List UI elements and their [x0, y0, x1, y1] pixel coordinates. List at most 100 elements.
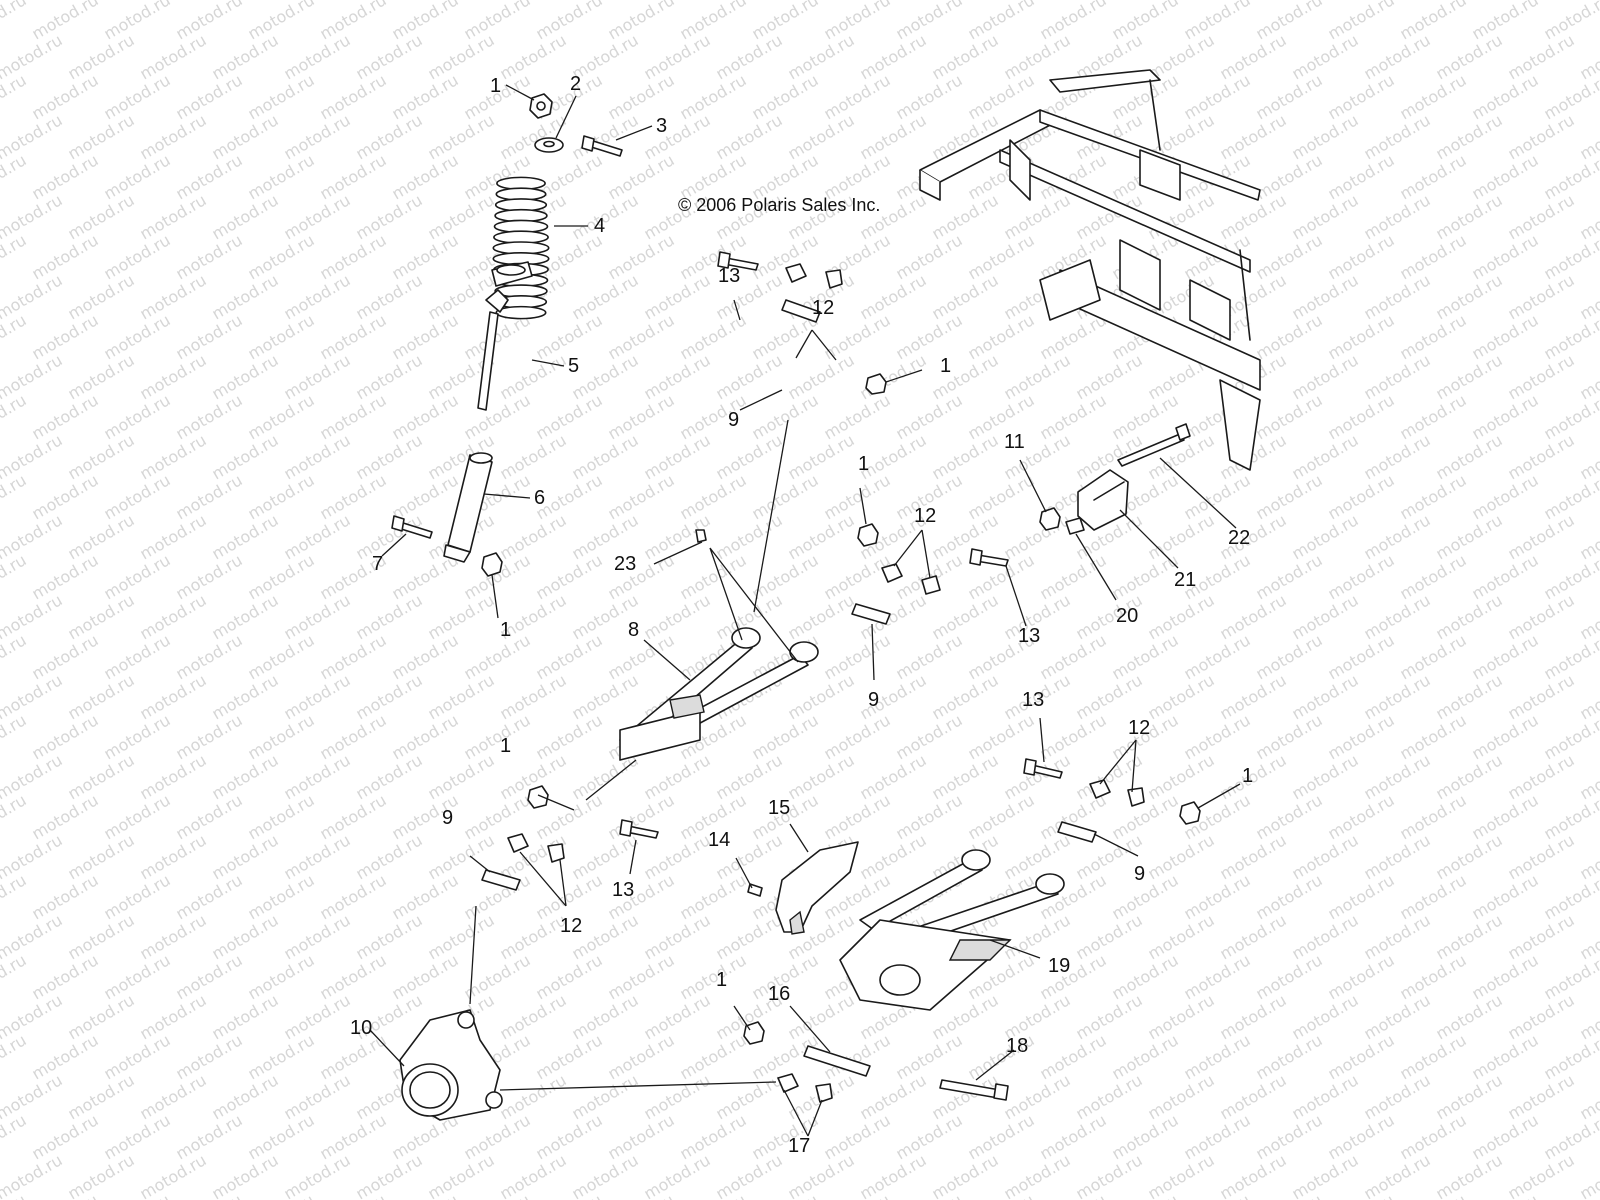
- watermark-text: motod.ru: [965, 390, 1038, 443]
- watermark-text: motod.ru: [893, 550, 966, 603]
- watermark-text: motod.ru: [101, 710, 174, 763]
- watermark-text: motod.ru: [1145, 510, 1218, 563]
- watermark-text: motod.ru: [389, 470, 462, 523]
- watermark-text: motod.ru: [137, 750, 210, 803]
- watermark-text: motod.ru: [65, 1070, 138, 1123]
- watermark-text: motod.ru: [65, 910, 138, 963]
- watermark-text: motod.ru: [353, 270, 426, 323]
- watermark-text: motod.ru: [0, 870, 30, 923]
- watermark-text: motod.ru: [713, 750, 786, 803]
- watermark-text: motod.ru: [209, 830, 282, 883]
- callout-1: 1: [940, 355, 951, 377]
- watermark-text: motod.ru: [1433, 670, 1506, 723]
- watermark-text: motod.ru: [29, 390, 102, 443]
- watermark-text: motod.ru: [1433, 30, 1506, 83]
- watermark-text: motod.ru: [281, 270, 354, 323]
- watermark-text: motod.ru: [1469, 790, 1542, 843]
- watermark-text: motod.ru: [1361, 30, 1434, 83]
- watermark-text: motod.ru: [749, 550, 822, 603]
- callout-1: 1: [1242, 765, 1253, 787]
- watermark-text: motod.ru: [101, 790, 174, 843]
- watermark-text: motod.ru: [1469, 1190, 1542, 1200]
- watermark-text: motod.ru: [605, 950, 678, 1003]
- callout-15: 15: [768, 797, 790, 819]
- watermark-text: motod.ru: [1289, 670, 1362, 723]
- watermark-text: motod.ru: [29, 470, 102, 523]
- watermark-text: motod.ru: [569, 750, 642, 803]
- watermark-text: motod.ru: [65, 670, 138, 723]
- watermark-text: motod.ru: [425, 190, 498, 243]
- callout-21: 21: [1174, 569, 1196, 591]
- watermark-text: motod.ru: [29, 310, 102, 363]
- watermark-text: motod.ru: [29, 1190, 102, 1200]
- watermark-text: motod.ru: [1433, 110, 1506, 163]
- watermark-text: motod.ru: [677, 1110, 750, 1163]
- watermark-text: motod.ru: [1217, 590, 1290, 643]
- watermark-text: motod.ru: [1397, 630, 1470, 683]
- watermark-text: motod.ru: [245, 870, 318, 923]
- callout-12: 12: [914, 505, 936, 527]
- watermark-text: motod.ru: [1001, 750, 1074, 803]
- watermark-text: motod.ru: [1469, 550, 1542, 603]
- watermark-text: motod.ru: [1361, 990, 1434, 1043]
- watermark-text: motod.ru: [425, 110, 498, 163]
- watermark-text: motod.ru: [1145, 750, 1218, 803]
- bushing-part-12-lower-left: [507, 833, 565, 863]
- watermark-text: motod.ru: [1289, 190, 1362, 243]
- watermark-text: motod.ru: [1217, 1150, 1290, 1200]
- watermark-text: motod.ru: [641, 750, 714, 803]
- pivot-tube-part-16: [803, 1045, 871, 1077]
- watermark-text: motod.ru: [1109, 1030, 1182, 1083]
- watermark-text: motod.ru: [0, 310, 30, 363]
- watermark-text: motod.ru: [1289, 750, 1362, 803]
- callout-13: 13: [1022, 689, 1044, 711]
- callout-14: 14: [708, 829, 730, 851]
- watermark-text: motod.ru: [749, 230, 822, 283]
- watermark-text: motod.ru: [29, 950, 102, 1003]
- watermark-text: motod.ru: [893, 630, 966, 683]
- watermark-text: motod.ru: [101, 0, 174, 43]
- watermark-text: motod.ru: [785, 990, 858, 1043]
- watermark-text: motod.ru: [713, 1070, 786, 1123]
- watermark-text: motod.ru: [1577, 0, 1600, 3]
- watermark-text: motod.ru: [137, 510, 210, 563]
- watermark-text: motod.ru: [1361, 350, 1434, 403]
- watermark-text: motod.ru: [605, 310, 678, 363]
- watermark-text: motod.ru: [1505, 110, 1578, 163]
- watermark-text: motod.ru: [1289, 590, 1362, 643]
- watermark-text: motod.ru: [1433, 190, 1506, 243]
- watermark-text: motod.ru: [1253, 70, 1326, 123]
- watermark-text: motod.ru: [353, 350, 426, 403]
- lower-a-arm-part-19: [839, 849, 1065, 1011]
- watermark-text: motod.ru: [101, 70, 174, 123]
- callout-5: 5: [568, 355, 579, 377]
- watermark-text: motod.ru: [713, 910, 786, 963]
- watermark-text: motod.ru: [29, 630, 102, 683]
- watermark-text: motod.ru: [101, 1030, 174, 1083]
- bushing-part-12-upper: [785, 263, 843, 289]
- watermark-text: motod.ru: [1253, 150, 1326, 203]
- watermark-text: motod.ru: [1289, 830, 1362, 883]
- watermark-text: motod.ru: [1469, 870, 1542, 923]
- watermark-text: motod.ru: [1253, 1030, 1326, 1083]
- watermark-text: motod.ru: [209, 1070, 282, 1123]
- watermark-text: motod.ru: [533, 630, 606, 683]
- watermark-text: motod.ru: [317, 710, 390, 763]
- callout-8: 8: [628, 619, 639, 641]
- watermark-text: motod.ru: [893, 0, 966, 43]
- watermark-text: motod.ru: [173, 1190, 246, 1200]
- watermark-text: motod.ru: [173, 1110, 246, 1163]
- watermark-text: motod.ru: [677, 870, 750, 923]
- watermark-text: motod.ru: [137, 1070, 210, 1123]
- watermark-text: motod.ru: [1433, 910, 1506, 963]
- watermark-text: motod.ru: [209, 430, 282, 483]
- pivot-tube-part-9-lower-left: [481, 869, 521, 891]
- watermark-text: motod.ru: [461, 630, 534, 683]
- callout-10: 10: [350, 1017, 372, 1039]
- watermark-text: motod.ru: [1361, 910, 1434, 963]
- watermark-text: motod.ru: [1397, 310, 1470, 363]
- watermark-text: motod.ru: [713, 1150, 786, 1200]
- watermark-text: motod.ru: [1253, 1190, 1326, 1200]
- watermark-text: motod.ru: [0, 1150, 66, 1200]
- watermark-text: motod.ru: [1397, 710, 1470, 763]
